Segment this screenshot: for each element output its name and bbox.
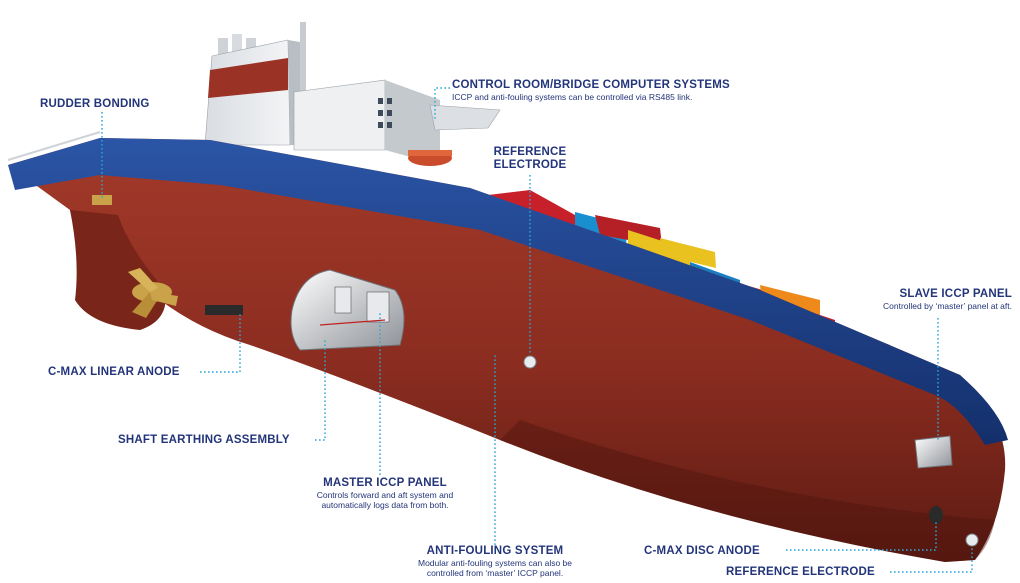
reference-electrode-top-title2: ELECTRODE [493,159,567,171]
cmax-linear-title: C-MAX LINEAR ANODE [48,366,180,378]
anti-fouling-desc: Modular anti-fouling systems can also be [417,558,573,568]
control-room-title: CONTROL ROOM/BRIDGE COMPUTER SYSTEMS [452,79,730,91]
cmax-linear-label: C-MAX LINEAR ANODE [48,366,180,379]
anti-fouling-label: ANTI-FOULING SYSTEM Modular anti-fouling… [395,545,595,578]
anti-fouling-title: ANTI-FOULING SYSTEM [426,545,564,557]
hull [7,131,1008,562]
callout-lines [101,87,973,573]
slave-iccp-title: SLAVE ICCP PANEL [899,288,1012,300]
propeller [92,195,178,318]
rudder-bonding-label: RUDDER BONDING [40,98,150,111]
rudder-bonding-title: RUDDER BONDING [40,98,150,110]
control-room-label: CONTROL ROOM/BRIDGE COMPUTER SYSTEMS ICC… [452,79,730,102]
master-iccp-cutaway [290,269,405,351]
slave-iccp-desc: Controlled by ‘master’ panel at aft. [883,301,1012,311]
reference-electrode-top-marker [523,355,537,369]
master-iccp-title: MASTER ICCP PANEL [323,477,447,489]
control-room-desc: ICCP and anti-fouling systems can be con… [452,92,693,102]
linear-anode-strip [205,305,243,315]
slave-iccp-recess [914,435,953,469]
master-iccp-label: MASTER ICCP PANEL Controls forward and a… [290,477,480,510]
shaft-earthing-title: SHAFT EARTHING ASSEMBLY [118,434,290,446]
slave-iccp-label: SLAVE ICCP PANEL Controlled by ‘master’ … [830,288,1012,311]
reference-electrode-bottom-label: REFERENCE ELECTRODE [726,566,875,579]
cmax-disc-title: C-MAX DISC ANODE [644,545,760,557]
disc-anode-marker [929,506,943,524]
reference-electrode-bottom-marker [965,533,979,547]
shaft-earthing-label: SHAFT EARTHING ASSEMBLY [118,434,290,447]
superstructure [204,22,501,166]
master-iccp-desc2: automatically logs data from both. [321,500,449,510]
anti-fouling-desc2: controlled from ‘master’ ICCP panel. [426,568,564,578]
reference-electrode-top-label: REFERENCE ELECTRODE [488,146,572,172]
reference-electrode-bottom-title: REFERENCE ELECTRODE [726,566,875,578]
cmax-disc-label: C-MAX DISC ANODE [644,545,760,558]
reference-electrode-top-title: REFERENCE [493,146,567,158]
master-iccp-desc: Controls forward and aft system and [316,490,454,500]
